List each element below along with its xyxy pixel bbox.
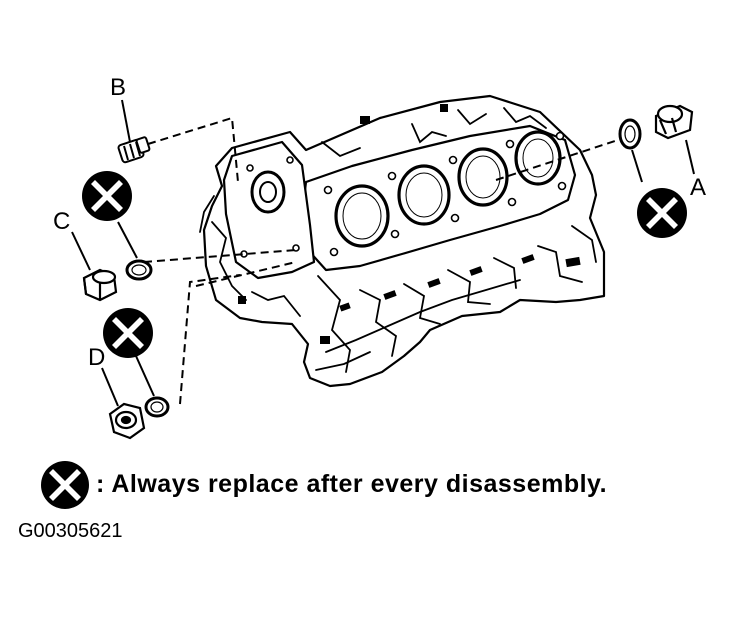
washer-c — [125, 259, 153, 281]
figure-id: G00305621 — [18, 520, 123, 542]
plug-a — [654, 104, 694, 140]
casting-details — [199, 107, 597, 373]
cylinder-bores — [250, 130, 562, 248]
leader-lines — [143, 116, 619, 405]
plug-c — [82, 268, 118, 302]
callout-b: B — [110, 74, 127, 101]
legend-text: : Always replace after every disassembly… — [96, 470, 608, 498]
plug-b — [117, 136, 151, 164]
plug-d — [108, 402, 146, 440]
casting-rib-fills — [238, 104, 581, 344]
replace-x-icon — [103, 308, 153, 358]
washer-a — [618, 118, 642, 150]
deck-bolt-holes — [240, 131, 567, 258]
replace-x-icon — [637, 188, 687, 238]
callout-c: C — [53, 208, 71, 235]
replace-x-icon — [82, 171, 132, 221]
callout-a: A — [690, 174, 707, 201]
replace-x-icon — [41, 461, 89, 509]
callout-leaders — [71, 99, 695, 407]
washer-d — [144, 396, 170, 418]
callout-d: D — [88, 344, 106, 371]
